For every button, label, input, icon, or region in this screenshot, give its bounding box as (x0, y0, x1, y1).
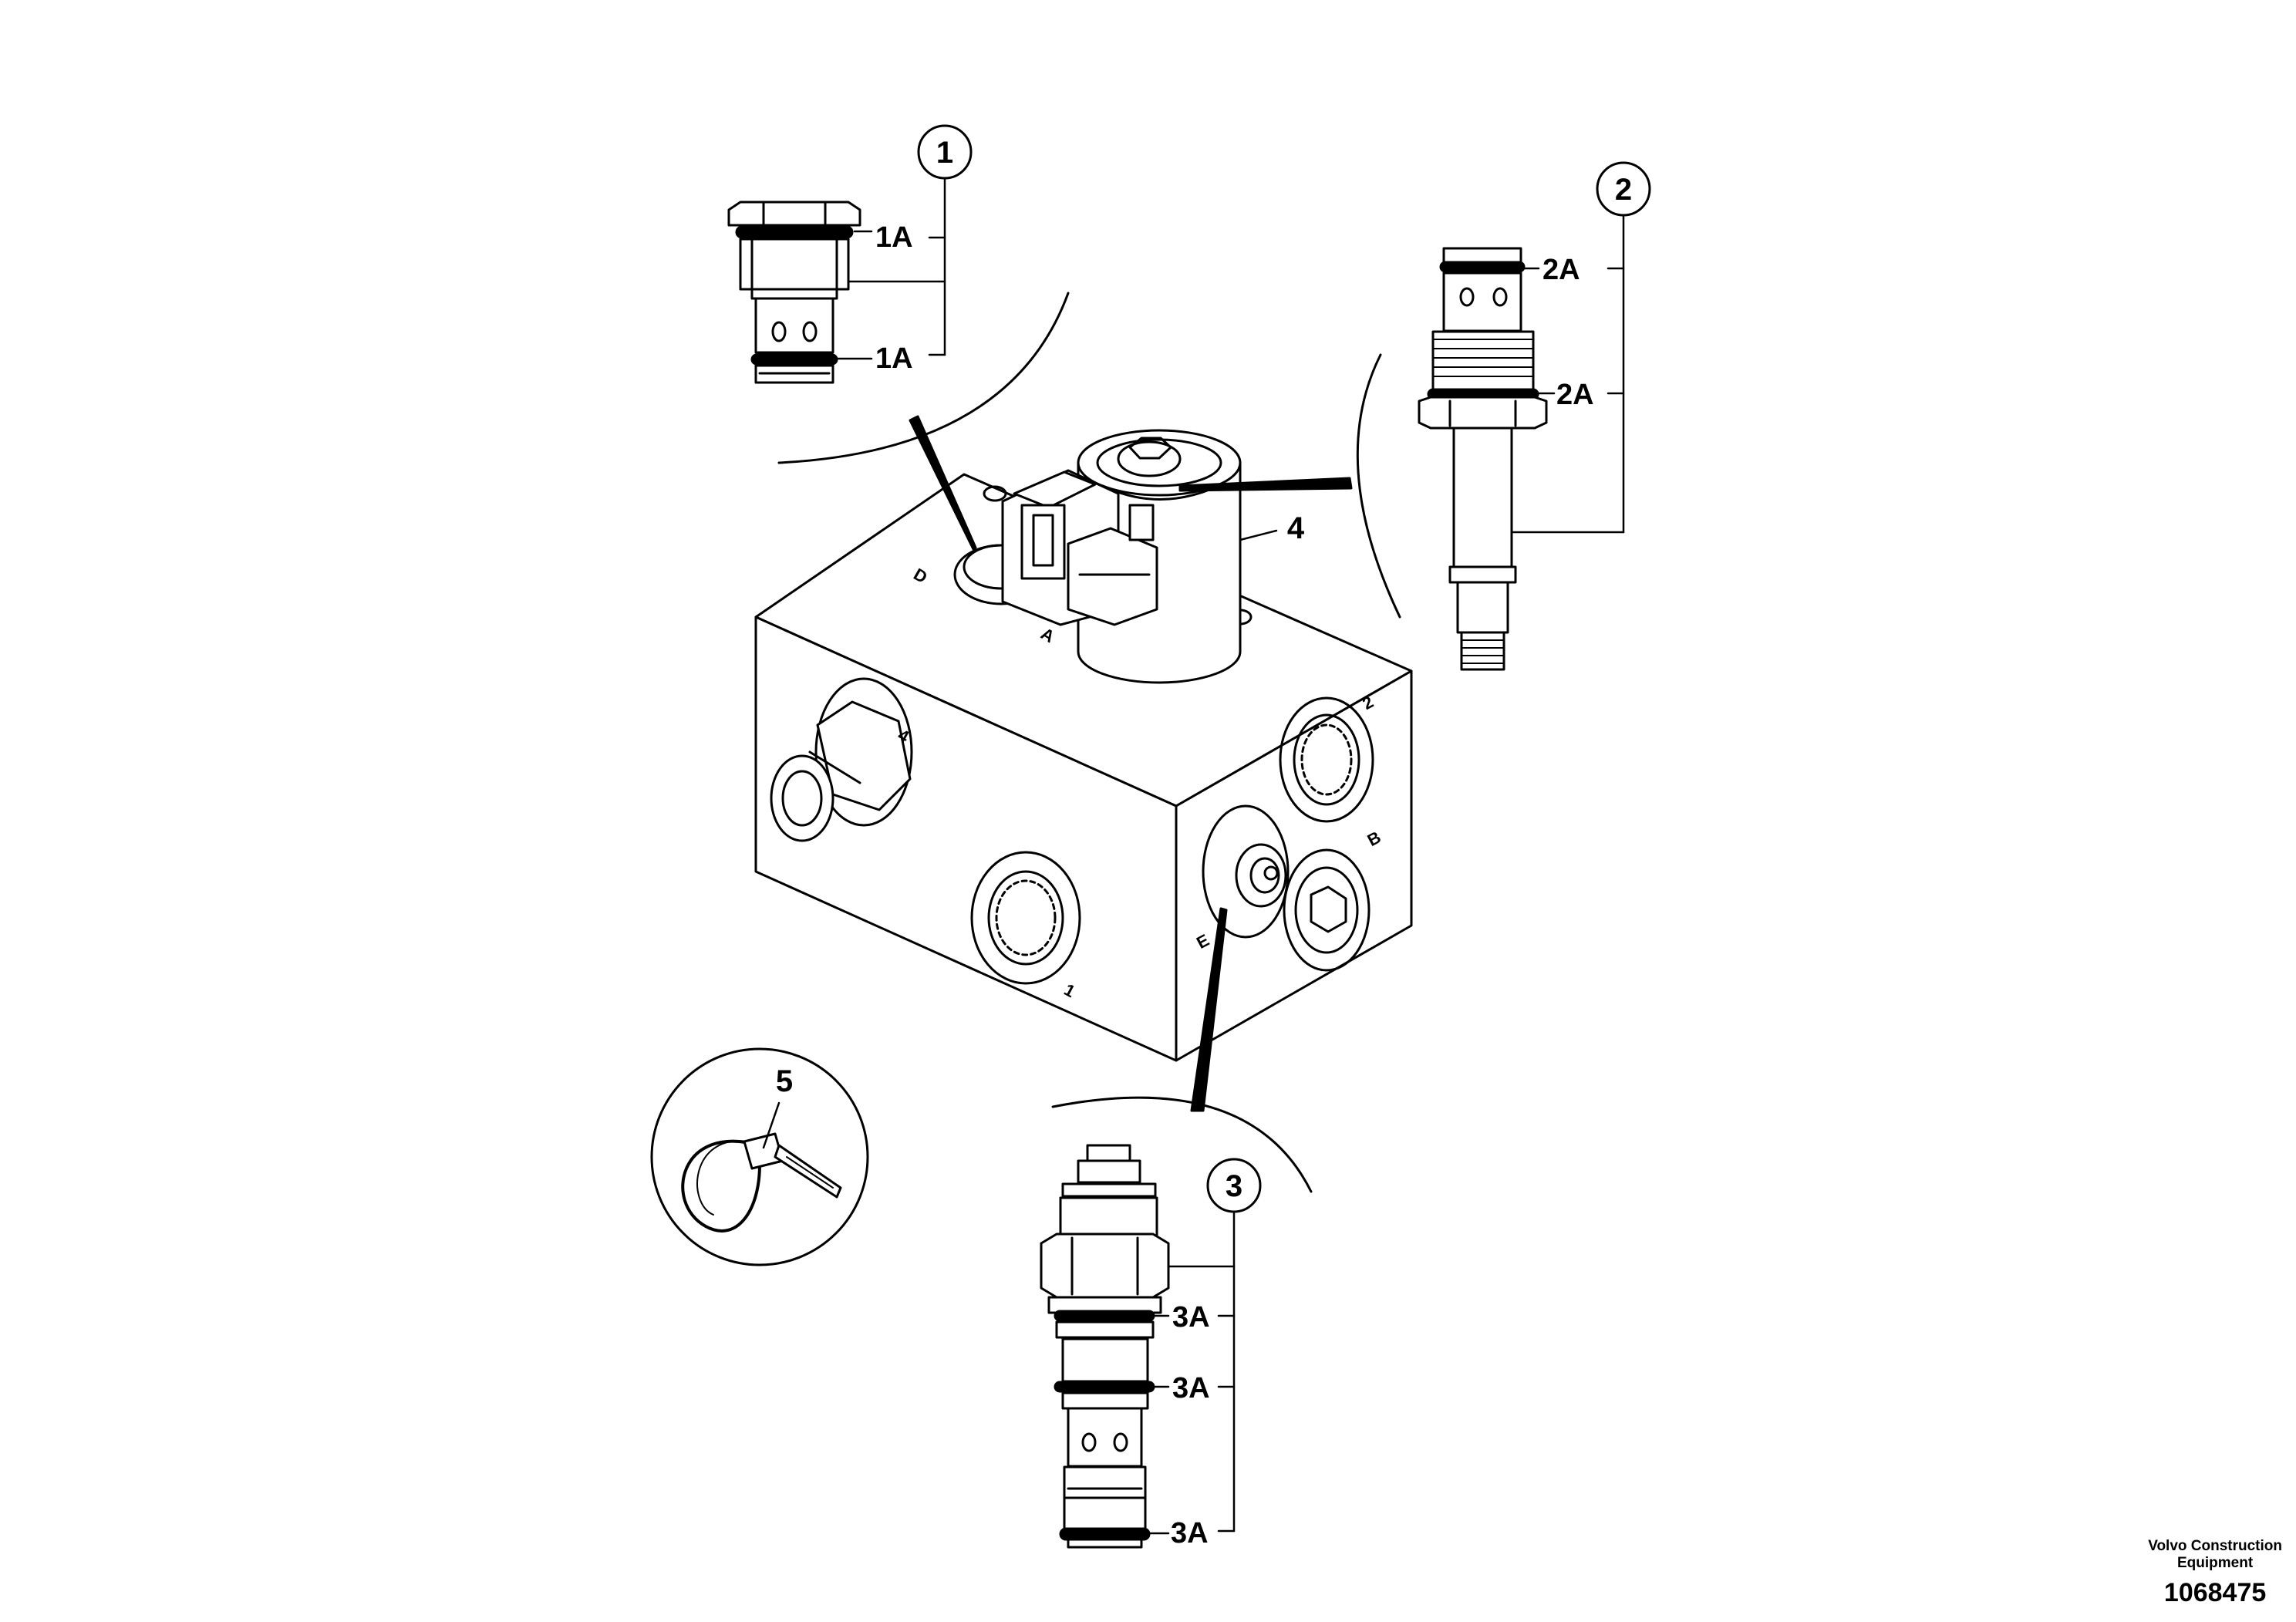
company-name-line1: Volvo Construction (2148, 1538, 2282, 1554)
footer-credit: Volvo Construction Equipment 1068475 (2148, 1538, 2282, 1608)
sub-label-3a-2: 3A (1172, 1372, 1210, 1404)
callout-label-3: 3 (1226, 1169, 1242, 1203)
sub-label-3a-3: 3A (1171, 1517, 1209, 1549)
callout-label-5: 5 (776, 1064, 793, 1098)
sub-label-1a-bottom: 1A (875, 342, 913, 375)
cable-tie (650, 1047, 869, 1266)
cartridge-1 (727, 201, 861, 384)
pointer-wedge-3 (1190, 907, 1228, 1112)
port-2 (1279, 696, 1374, 823)
pointer-wedge-2 (1178, 477, 1353, 492)
company-name-line2: Equipment (2177, 1555, 2254, 1571)
callout-label-4: 4 (1287, 511, 1305, 545)
coil-connector (1001, 469, 1158, 626)
sub-label-2a-bottom: 2A (1556, 379, 1594, 411)
detail-arc-3 (1051, 1096, 1313, 1193)
cartridge-2 (1418, 247, 1548, 671)
pointer-wedge-1 (909, 415, 977, 551)
callout-circle-3 (1206, 1158, 1262, 1213)
leaders (762, 177, 1625, 1535)
sub-label-1a-top: 1A (875, 221, 913, 254)
detail-arc-1 (777, 292, 1070, 464)
port-1 (970, 851, 1081, 985)
callout-circle-2 (1596, 161, 1651, 217)
cartridge-3 (1040, 1144, 1170, 1549)
port-e-valve (1202, 804, 1290, 939)
port-4-fitting (770, 677, 913, 842)
callout-label-2: 2 (1615, 173, 1632, 207)
drawing-id: 1068475 (2163, 1578, 2267, 1607)
sub-label-2a-top: 2A (1542, 254, 1580, 286)
callout-label-1: 1 (936, 136, 953, 170)
port-b-plug (1283, 848, 1371, 972)
detail-arc-2 (1356, 353, 1401, 619)
sub-label-3a-1: 3A (1172, 1301, 1210, 1334)
callout-circle-1 (917, 124, 973, 180)
